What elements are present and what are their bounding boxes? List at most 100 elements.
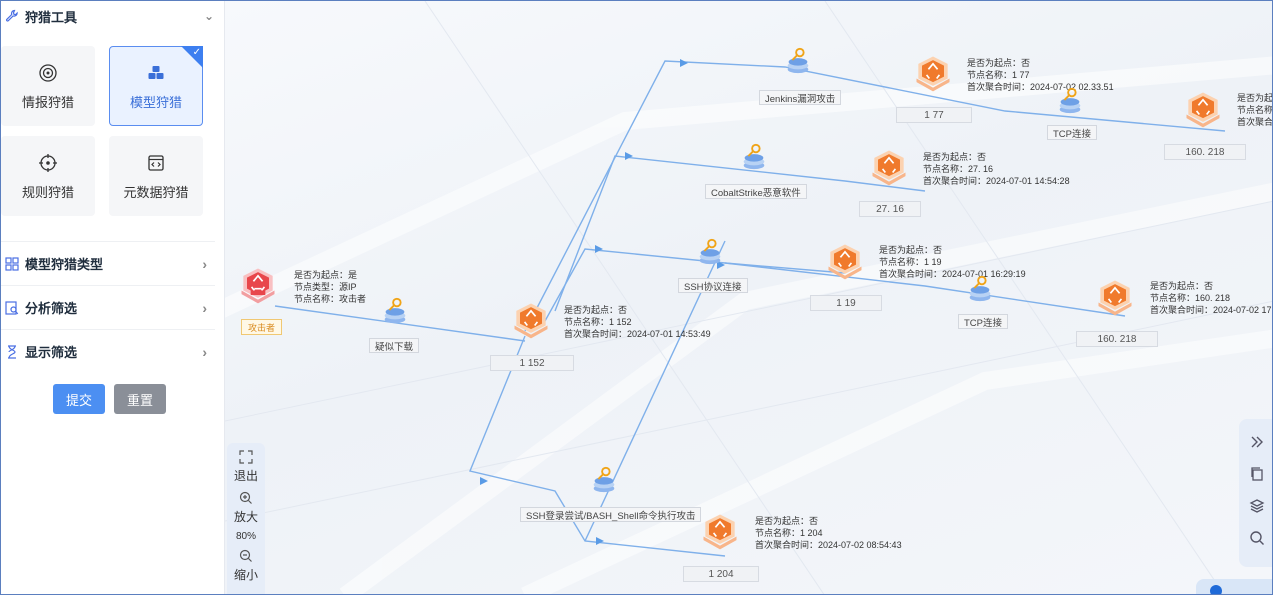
chevron-right-icon: › xyxy=(202,343,207,360)
layers-icon[interactable] xyxy=(1248,497,1266,515)
attacker-tag: 攻击者 xyxy=(241,319,283,335)
node-info: 是否为起点：否 节点名称：1 77 首次聚合时间：2024-07-02 02.3… xyxy=(967,57,1114,93)
node-info: 是否为起点：否 节点名称：1 204 首次聚合时间：2024-07-02 08:… xyxy=(755,515,902,551)
submit-button[interactable]: 提交 xyxy=(53,384,105,414)
info-line: 是否为起点：否 xyxy=(879,245,943,255)
hunting-tools-title: 狩猎工具 xyxy=(25,9,78,25)
check-icon: ✓ xyxy=(192,47,201,58)
hourglass-icon xyxy=(5,344,19,359)
zoom-in-icon[interactable] xyxy=(238,490,254,506)
zoom-panel: 退出 放大 80% 缩小 xyxy=(227,443,265,594)
victim-icon xyxy=(703,514,737,550)
info-line: 节点名称：1 152 xyxy=(564,317,632,327)
info-line: 首次聚合时间：2024-07-01 16:29:19 xyxy=(879,269,1026,279)
section-label: 分析筛选 xyxy=(25,301,78,316)
key-stack-icon[interactable] xyxy=(591,464,617,494)
info-line: 节点名称：攻击者 xyxy=(294,294,367,304)
reset-button[interactable]: 重置 xyxy=(114,384,166,414)
info-line: 首次聚合时间：2024-07-02 17 xyxy=(1150,305,1272,315)
analysis-filter-section[interactable]: 分析筛选 › xyxy=(1,285,215,329)
key-stack-icon[interactable] xyxy=(785,45,811,75)
zoom-out-button[interactable]: 缩小 xyxy=(233,568,258,582)
node-info: 是否为起 节点名称 首次聚合 xyxy=(1237,92,1273,128)
victim-icon xyxy=(1186,92,1220,128)
attacker-icon xyxy=(241,268,275,304)
tool-label: 规则狩猎 xyxy=(21,184,74,200)
node-label: 27. 16 xyxy=(859,201,921,217)
info-line: 首次聚合时间：2024-07-02 08:54:43 xyxy=(755,540,902,550)
info-line: 是否为起点：否 xyxy=(564,305,628,315)
info-line: 是否为起点：否 xyxy=(923,152,987,162)
node-label: 1 19 xyxy=(810,295,882,311)
node-label: 1 77 xyxy=(896,107,972,123)
info-line: 是否为起点：否 xyxy=(967,58,1031,68)
graph-canvas[interactable] xyxy=(225,1,1272,594)
tool-label: 模型狩猎 xyxy=(129,94,182,110)
right-toolbar xyxy=(1239,419,1272,567)
info-line: 节点名称：1 19 xyxy=(879,257,942,267)
analysis-icon xyxy=(5,300,19,315)
tool-label: 情报狩猎 xyxy=(21,94,74,110)
edge-label: CobaltStrike恶意软件 xyxy=(705,184,807,199)
target-icon xyxy=(37,62,59,84)
double-chevron-right-icon[interactable] xyxy=(1248,433,1266,451)
tool-label: 元数据狩猎 xyxy=(123,184,189,200)
info-line: 首次聚合 xyxy=(1237,117,1273,127)
victim-icon xyxy=(514,303,548,339)
code-file-icon xyxy=(145,152,167,174)
info-line: 节点名称：27. 16 xyxy=(923,164,994,174)
edge-label: TCP连接 xyxy=(1047,125,1098,140)
key-stack-icon[interactable] xyxy=(697,236,723,266)
key-stack-icon[interactable] xyxy=(1057,85,1083,115)
chevron-right-icon: › xyxy=(202,255,207,272)
key-stack-icon[interactable] xyxy=(382,295,408,325)
zoom-level: 80% xyxy=(235,531,256,542)
edge-label: Jenkins漏洞攻击 xyxy=(759,90,842,105)
info-line: 是否为起点：否 xyxy=(1150,281,1214,291)
key-stack-icon[interactable] xyxy=(741,141,767,171)
node-info: 是否为起点：否 节点名称：1 19 首次聚合时间：2024-07-01 16:2… xyxy=(879,244,1026,280)
victim-icon xyxy=(916,56,950,92)
copy-icon[interactable] xyxy=(1248,465,1266,483)
info-line: 节点名称：1 204 xyxy=(755,528,823,538)
cubes-icon xyxy=(145,62,167,84)
display-filter-section[interactable]: 显示筛选 › xyxy=(1,329,215,373)
tool-rule-hunting[interactable]: 规则狩猎 xyxy=(1,136,95,216)
edge-label: TCP连接 xyxy=(958,314,1009,329)
info-line: 是否为起点：是 xyxy=(294,270,358,280)
selected-corner xyxy=(181,46,203,68)
chevron-down-icon[interactable]: ⌄ xyxy=(203,9,214,23)
model-hunting-type-section[interactable]: 模型狩猎类型 › xyxy=(1,241,215,285)
key-stack-icon[interactable] xyxy=(967,273,993,303)
assistant-badge[interactable] xyxy=(1196,579,1272,594)
fullscreen-exit-icon[interactable] xyxy=(238,449,254,465)
edge-label: 疑似下载 xyxy=(369,338,420,353)
info-line: 节点类型：源IP xyxy=(294,282,357,292)
search-icon[interactable] xyxy=(1248,529,1266,547)
node-label: 1 204 xyxy=(683,566,759,582)
grid-icon xyxy=(5,256,19,271)
info-line: 是否为起点：否 xyxy=(755,516,819,526)
assistant-icon xyxy=(1210,585,1222,594)
sidebar: 狩猎工具 ⌄ 情报狩猎 模型狩猎 ✓ 规 xyxy=(1,1,225,594)
section-label: 显示筛选 xyxy=(25,345,78,360)
info-line: 首次聚合时间：2024-07-01 14:54:28 xyxy=(923,176,1070,186)
background-decoration xyxy=(225,1,1272,594)
hunting-tools-header[interactable]: 狩猎工具 ⌄ xyxy=(1,1,224,31)
crosshair-icon xyxy=(37,152,59,174)
exit-button[interactable]: 退出 xyxy=(233,469,258,483)
tool-intel-hunting[interactable]: 情报狩猎 xyxy=(1,46,95,126)
node-info: 是否为起点：否 节点名称：1 152 首次聚合时间：2024-07-01 14:… xyxy=(564,304,711,340)
tool-metadata-hunting[interactable]: 元数据狩猎 xyxy=(109,136,203,216)
node-label: 160. 218 xyxy=(1076,331,1158,347)
node-label: 160. 218 xyxy=(1164,144,1246,160)
zoom-out-icon[interactable] xyxy=(238,548,254,564)
victim-icon xyxy=(828,244,862,280)
tool-model-hunting[interactable]: 模型狩猎 ✓ xyxy=(109,46,203,126)
info-line: 节点名称：1 77 xyxy=(967,70,1030,80)
victim-icon xyxy=(872,150,906,186)
zoom-in-button[interactable]: 放大 xyxy=(233,510,258,524)
edge-label: SSH登录尝试/BASH_Shell命令执行攻击 xyxy=(520,507,702,522)
attacker-info: 是否为起点：是 节点类型：源IP 节点名称：攻击者 xyxy=(294,269,366,305)
